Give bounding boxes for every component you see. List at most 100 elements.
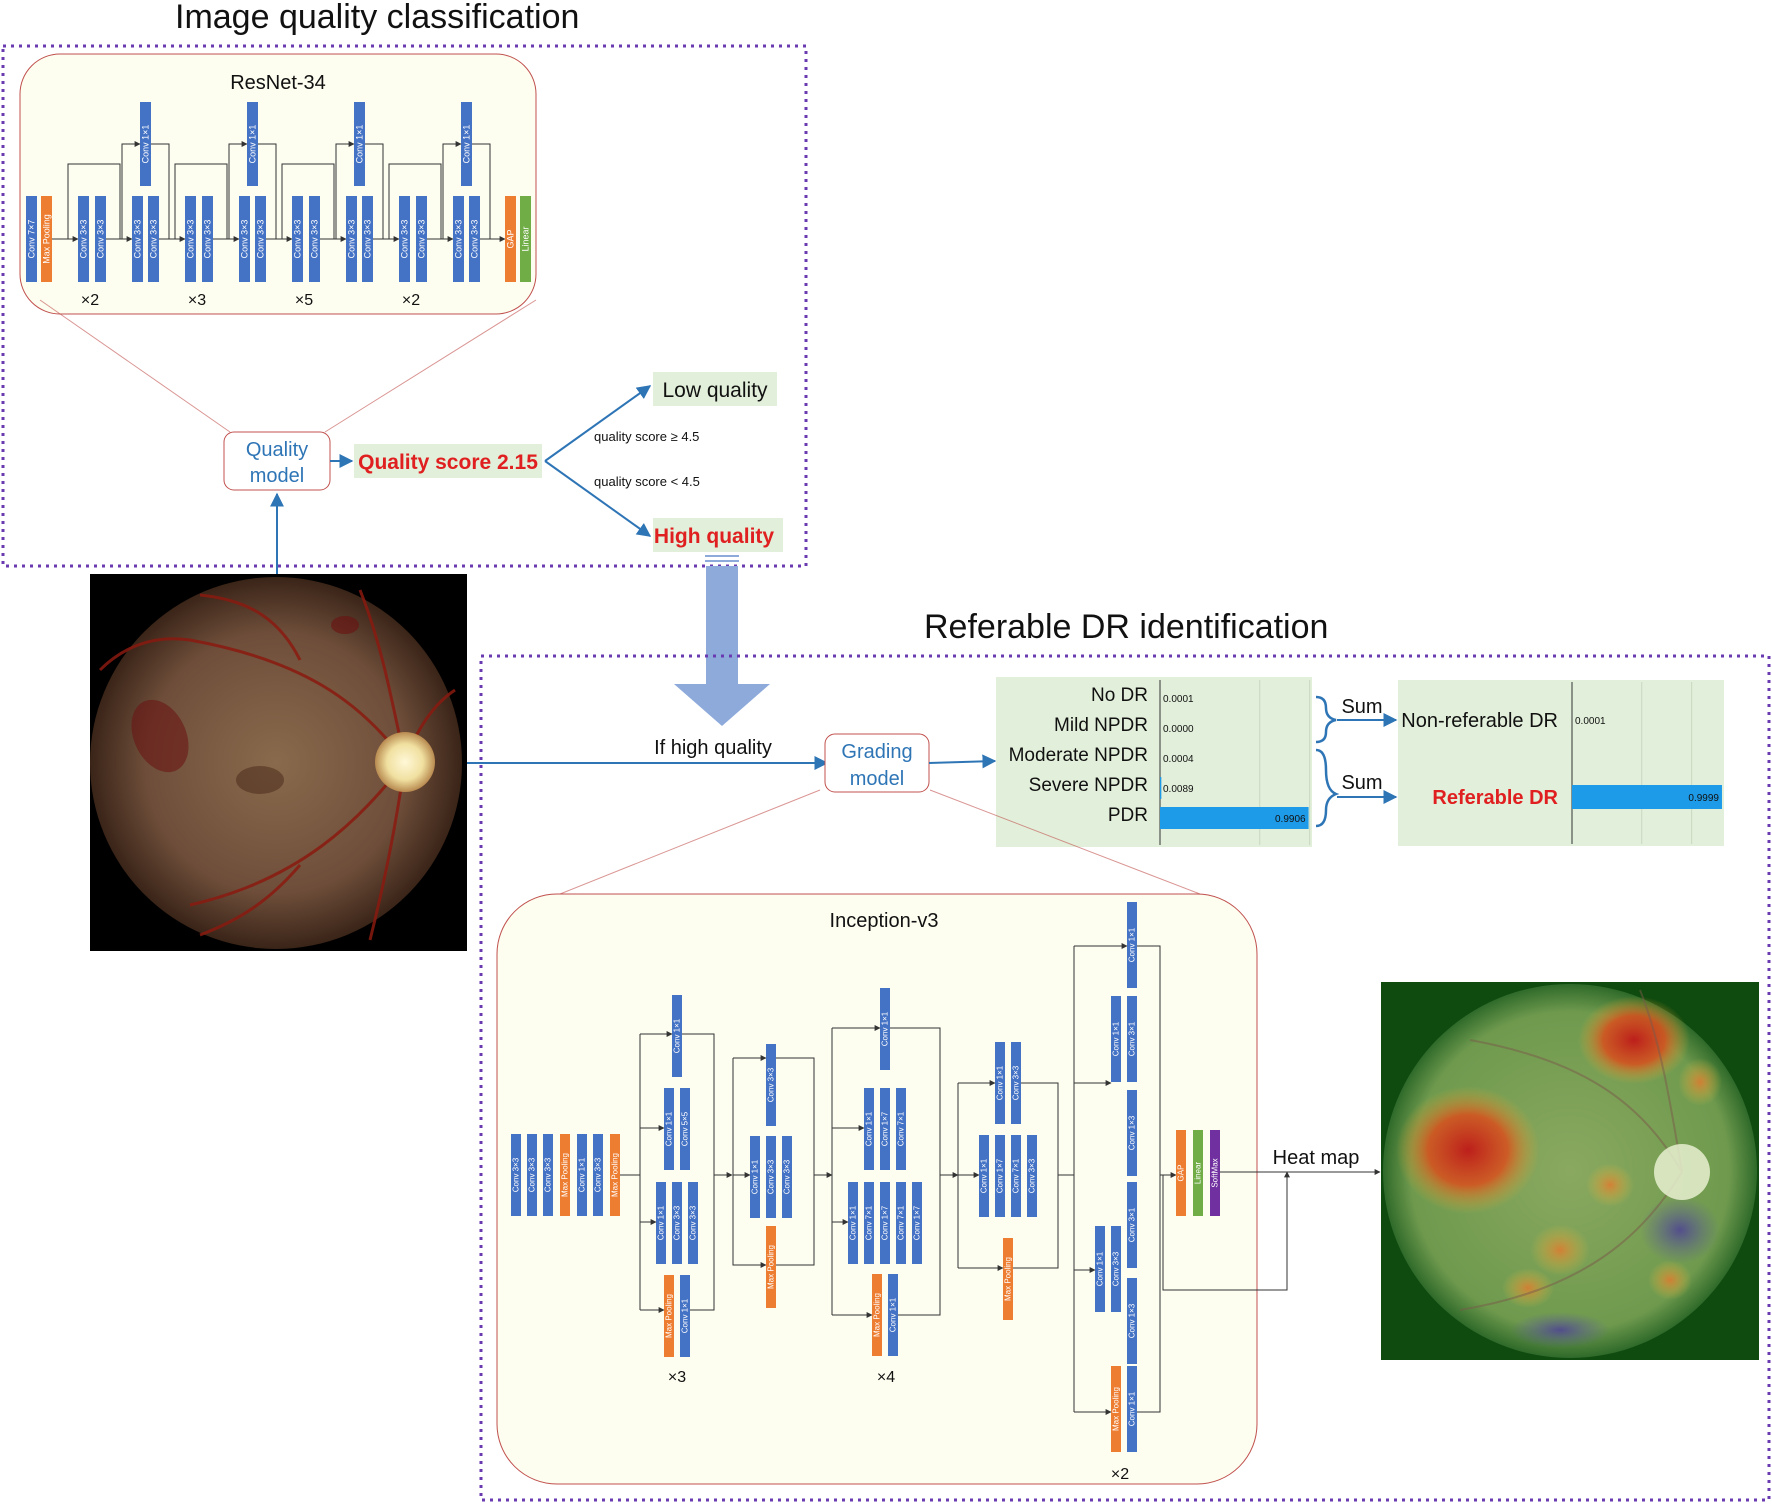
repeat-label: ×4 xyxy=(877,1369,895,1386)
funnel-line xyxy=(929,789,1201,895)
conv-layer xyxy=(896,1088,906,1170)
linear-layer xyxy=(1193,1130,1203,1216)
probability-bar xyxy=(1572,785,1722,809)
conv7x7-layer xyxy=(26,196,37,282)
probability-value: 0.0001 xyxy=(1163,694,1194,705)
layer-label: Conv 1×1 xyxy=(1096,1251,1105,1286)
stem-layer xyxy=(527,1134,537,1216)
branch-bus xyxy=(682,1033,715,1311)
grade-label: PDR xyxy=(1108,805,1148,826)
layer-label: Conv 3×3 xyxy=(186,220,196,259)
probability-value: 0.0000 xyxy=(1163,724,1194,735)
dr-section-title: Referable DR identification xyxy=(924,608,1328,646)
skip-connection xyxy=(281,163,335,239)
repeat-label: ×3 xyxy=(668,1369,686,1386)
layer-label: Linear xyxy=(521,226,531,251)
skip-connection xyxy=(335,141,355,239)
quality-section-frame xyxy=(1,44,808,568)
heat-map-label: Heat map xyxy=(1273,1147,1360,1169)
branch-bus xyxy=(890,1027,941,1316)
layer-label: Conv 3×3 xyxy=(240,220,250,259)
branch-bus xyxy=(1137,945,1161,1413)
conv3x3-layer xyxy=(453,196,464,282)
conv3x3-layer xyxy=(292,196,303,282)
conv3x3-layer xyxy=(78,196,89,282)
sum-label: Sum xyxy=(1341,772,1382,794)
conv-layer xyxy=(1111,1226,1121,1312)
layer-label: Conv 3×3 xyxy=(528,1157,537,1192)
gap-layer xyxy=(1176,1130,1186,1216)
conv3x3-layer xyxy=(239,196,250,282)
probability-value: 0.9906 xyxy=(1275,814,1306,825)
skip-connection xyxy=(258,143,277,239)
layer-label: Conv 1×1 xyxy=(578,1157,587,1192)
maxpool-layer xyxy=(41,196,52,282)
repeat-label: ×2 xyxy=(402,292,420,309)
layer-label: Conv 3×3 xyxy=(400,220,410,259)
layer-label: Conv 3×1 xyxy=(1128,1021,1137,1056)
layer-label: Conv 1×1 xyxy=(881,1011,890,1046)
layer-label: Conv 3×3 xyxy=(347,220,357,259)
skip-connection xyxy=(365,143,384,239)
conv-layer xyxy=(1011,1135,1021,1217)
linear-layer xyxy=(520,196,531,282)
stem-layer xyxy=(511,1134,521,1216)
stem-layer xyxy=(610,1134,620,1216)
layer-label: Conv 1×1 xyxy=(673,1018,682,1053)
layer-label: Conv 7×1 xyxy=(1012,1158,1021,1193)
layer-label: Conv 1×7 xyxy=(913,1205,922,1240)
conv-layer xyxy=(864,1182,874,1264)
layer-label: Conv 1×1 xyxy=(1128,927,1137,962)
heat-map-image xyxy=(1381,982,1759,1360)
conv-layer xyxy=(1095,1226,1105,1312)
layer-label: GAP xyxy=(1177,1165,1186,1182)
layer-label: Conv 1×1 xyxy=(1112,1021,1121,1056)
layer-label: Conv 1×1 xyxy=(681,1298,690,1333)
conv-layer xyxy=(1127,1090,1137,1176)
layer-label: Max Pooling xyxy=(873,1293,882,1337)
quality-section-title: Image quality classification xyxy=(175,0,579,36)
softmax-layer xyxy=(1210,1130,1220,1216)
layer-label: Conv 1×1 xyxy=(1128,1391,1137,1426)
layer-label: Max Pooling xyxy=(665,1294,674,1338)
layer-label: Conv 7×1 xyxy=(897,1111,906,1146)
skip-connection xyxy=(388,163,442,239)
resnet-title: ResNet-34 xyxy=(230,72,326,94)
probability-bar xyxy=(1160,807,1309,829)
probability-value: 0.0004 xyxy=(1163,754,1194,765)
layer-label: Conv 3×3 xyxy=(783,1159,792,1194)
conv-layer xyxy=(880,988,890,1070)
layer-label: Conv 1×3 xyxy=(1128,1303,1137,1338)
grading-to-probs-arrow xyxy=(928,754,997,769)
sum-braces xyxy=(1315,695,1340,828)
conv-layer xyxy=(848,1182,858,1264)
referral-label: Non-referable DR xyxy=(1401,710,1558,732)
skip-connection xyxy=(472,143,491,239)
conv-layer xyxy=(872,1274,882,1356)
layer-label: Conv 3×3 xyxy=(417,220,427,259)
layer-label: Conv 7×1 xyxy=(865,1205,874,1240)
conv-layer xyxy=(864,1088,874,1170)
layer-label: Conv 3×3 xyxy=(203,220,213,259)
layer-label: Conv 3×3 xyxy=(293,220,303,259)
conv-layer xyxy=(979,1135,989,1217)
stem-layer xyxy=(577,1134,587,1216)
layer-label: Conv 3×1 xyxy=(1128,1207,1137,1242)
layer-label: Conv 3×3 xyxy=(512,1157,521,1192)
layer-label: Conv 7×1 xyxy=(897,1205,906,1240)
conv-layer xyxy=(995,1042,1005,1124)
repeat-label: ×2 xyxy=(1111,1466,1129,1483)
conv3x3-layer xyxy=(95,196,106,282)
conv-layer xyxy=(1127,1278,1137,1364)
layer-label: Conv 1×1 xyxy=(889,1297,898,1332)
gap-layer xyxy=(505,196,516,282)
skip-connection xyxy=(174,163,228,239)
funnel-line xyxy=(39,299,231,433)
repeat-label: ×5 xyxy=(295,292,313,309)
conv-layer xyxy=(880,1182,890,1264)
layer-label: Conv 3×3 xyxy=(1012,1065,1021,1100)
conv3x3-layer xyxy=(362,196,373,282)
layer-label: Conv 1×1 xyxy=(996,1065,1005,1100)
